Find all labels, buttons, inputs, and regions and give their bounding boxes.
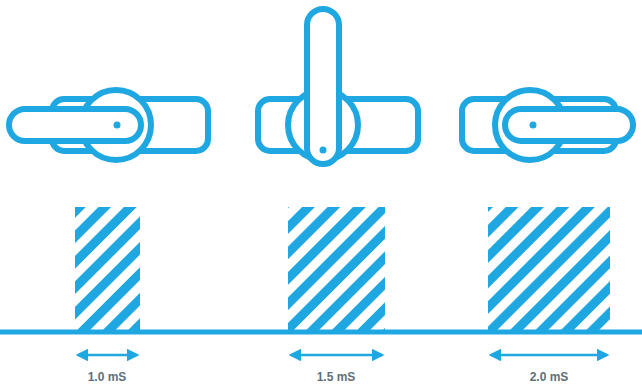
baseline: [0, 330, 642, 335]
servo-left: [9, 90, 208, 160]
servo-middle: [258, 9, 418, 164]
width-arrow: [78, 354, 607, 357]
pulse-width-label: 1.5 mS: [317, 370, 356, 384]
pulse-width-label: 1.0 mS: [88, 370, 127, 384]
pulse-width-label: 2.0 mS: [530, 370, 569, 384]
servo-right: [462, 90, 633, 160]
pulse: [75, 207, 610, 332]
